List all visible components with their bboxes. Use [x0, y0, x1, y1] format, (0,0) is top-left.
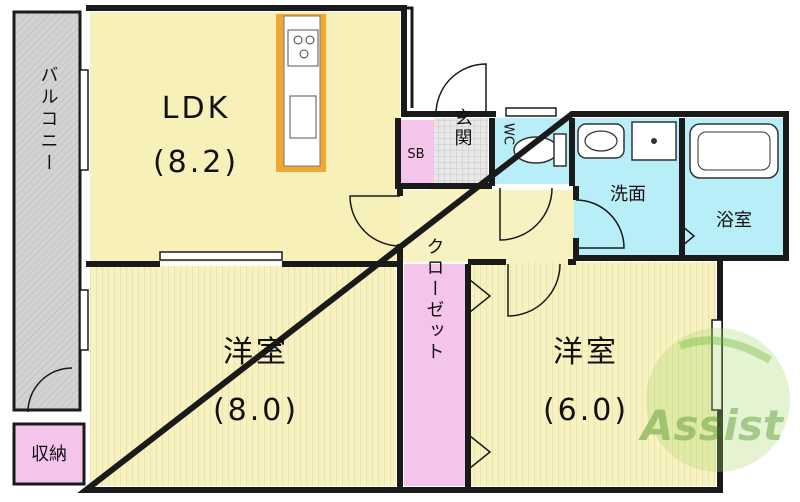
assist-watermark: Assist: [638, 328, 790, 472]
windows: [79, 69, 723, 411]
sb-label: SB: [407, 147, 424, 162]
closet-area: [404, 264, 466, 486]
ldk-label: LDK: [162, 91, 231, 126]
closet-label: クローゼット: [424, 237, 445, 363]
western-room-1-size: (8.0): [213, 393, 299, 428]
ldk-size: (8.2): [153, 145, 239, 180]
balcony-area: [12, 10, 82, 412]
western-room-2: [470, 262, 716, 486]
western-room-2-size: (6.0): [543, 393, 629, 428]
wc-label: WC: [501, 123, 516, 145]
shoe-box: [398, 120, 434, 184]
doors: [349, 63, 696, 469]
washroom-label: 洗面: [610, 184, 646, 205]
watermark-text: Assist: [638, 401, 785, 450]
entrance-label: 玄関: [452, 108, 473, 148]
washroom: [574, 118, 680, 256]
entrance-area: [434, 118, 488, 184]
bath-label: 浴室: [716, 210, 752, 231]
storage-label: 収納: [31, 444, 67, 465]
storage-area: [12, 367, 86, 486]
balcony-label: バルコニー: [38, 65, 59, 175]
bathroom: [684, 118, 784, 256]
western-room-1-label: 洋室: [223, 335, 289, 370]
western-room-2-label: 洋室: [553, 335, 619, 370]
ldk-room: [90, 12, 400, 262]
walls: [77, 5, 789, 493]
